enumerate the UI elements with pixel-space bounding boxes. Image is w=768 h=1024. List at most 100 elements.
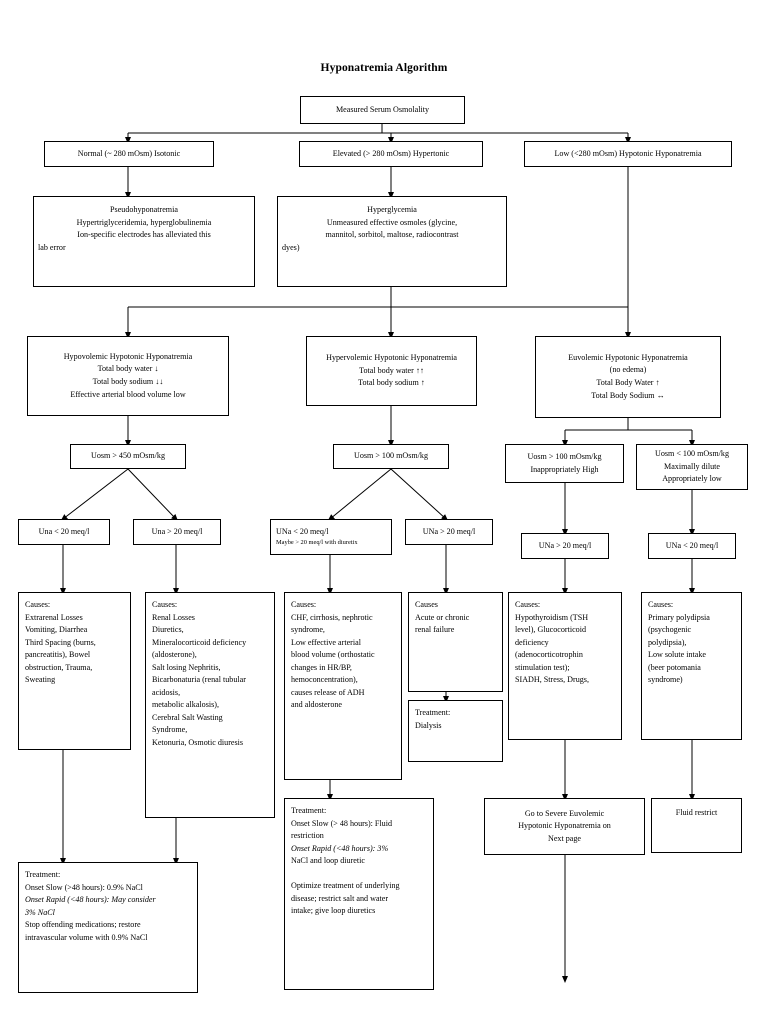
node-causes-primary-polydipsia[interactable]: Causes: Primary polydipsia (psychogenic … (641, 592, 742, 740)
node-causes-renal-losses[interactable]: Causes: Renal Losses Diuretics, Mineralo… (145, 592, 275, 818)
node-low-hypotonic[interactable]: Low (<280 mOsm) Hypotonic Hyponatremia (524, 141, 732, 167)
node-causes-hypothyroidism-siadh[interactable]: Causes: Hypothyroidism (TSH level), Gluc… (508, 592, 622, 740)
causes-line: (adenocorticotrophin (515, 650, 583, 660)
causes-line: acidosis, (152, 687, 181, 697)
causes-line: Diuretics, (152, 625, 184, 635)
node-line-2: Maybe > 20 meq/l with diuretix (276, 539, 358, 547)
causes-line: blood volume (orthostatic (291, 650, 375, 660)
causes-line: Extrarenal Losses (25, 612, 83, 622)
node-line-2: Ion-specific electrodes has alleviated t… (77, 230, 211, 240)
node-label: Fluid restrict (675, 808, 718, 817)
node-treatment-dialysis[interactable]: Treatment: Dialysis (408, 700, 503, 762)
causes-line: Primary polydipsia (648, 612, 710, 622)
node-hyperglycemia[interactable]: Hyperglycemia Unmeasured effective osmol… (277, 196, 507, 287)
treatment-line-italic: 3% NaCl (25, 907, 55, 917)
causes-line: Sweating (25, 675, 56, 685)
node-line-1: Hypovolemic Hypotonic Hyponatremia (63, 351, 193, 361)
causes-line: changes in HR/BP, (291, 662, 352, 672)
causes-line: SIADH, Stress, Drugs, (515, 675, 589, 685)
node-uosm-100-maximally-dilute[interactable]: Uosm < 100 mOsm/kg Maximally dilute Appr… (636, 444, 748, 490)
node-label: Uosm > 100 mOsm/kg (353, 451, 429, 461)
node-line-2: mannitol, sorbitol, maltose, radiocontra… (325, 230, 459, 240)
treatment-line-italic: Onset Rapid (<48 hours): May consider (25, 895, 156, 905)
node-line-1: Uosm < 100 mOsm/kg (654, 449, 730, 459)
node-label: Elevated (> 280 mOsm) Hypertonic (332, 148, 450, 158)
causes-line: syndrome) (648, 675, 683, 685)
node-una-gt-20-hypervolemic[interactable]: UNa > 20 meq/l (405, 519, 493, 545)
node-line-3: Total Body Water ↑ (596, 378, 660, 387)
node-normal-isotonic[interactable]: Normal (~ 280 mOsm) Isotonic (44, 141, 214, 167)
node-label: Normal (~ 280 mOsm) Isotonic (77, 148, 181, 158)
causes-line: metabolic alkalosis), (152, 700, 219, 710)
node-line-2: Maximally dilute (664, 461, 720, 471)
node-uosm-450[interactable]: Uosm > 450 mOsm/kg (70, 444, 186, 469)
node-line-2: Hypotonic Hyponatremia on (518, 821, 611, 831)
node-line-2: Inappropriately High (530, 464, 599, 474)
node-uosm-100-inappropriately-high[interactable]: Uosm > 100 mOsm/kg Inappropriately High (505, 444, 624, 483)
causes-line: Vomiting, Diarrhea (25, 625, 88, 635)
causes-line: Ketonuria, Osmotic diuresis (152, 737, 244, 747)
node-line-3: Total body sodium ↓↓ (92, 377, 164, 386)
treatment-line: Onset Slow (> 48 hours): Fluid (291, 818, 393, 828)
causes-line: Third Spacing (burns, (25, 637, 96, 647)
causes-heading: Causes: (648, 600, 674, 609)
causes-heading: Causes: (515, 600, 541, 609)
causes-line: Mineralocorticoid deficiency (152, 637, 247, 647)
node-heading: Hyperglycemia (367, 205, 417, 214)
node-line-4: Total Body Sodium ↔ (591, 390, 665, 400)
node-line-3: Appropriately low (662, 474, 722, 484)
node-treatment-hypovolemic[interactable]: Treatment: Onset Slow (>48 hours): 0.9% … (18, 862, 198, 993)
node-line-3: Next page (547, 833, 582, 843)
node-label: UNa < 20 meq/l (665, 540, 719, 550)
node-label: UNa > 20 meq/l (422, 526, 476, 536)
node-line-1: Euvolemic Hypotonic Hyponatremia (568, 352, 688, 362)
causes-line: polydipsia), (648, 637, 687, 647)
node-fluid-restrict[interactable]: Fluid restrict (651, 798, 742, 853)
causes-line: Low solute intake (648, 650, 706, 660)
causes-line: pancreatitis), Bowel (25, 650, 91, 660)
treatment-line: Dialysis (415, 720, 442, 730)
node-causes-renal-failure[interactable]: Causes Acute or chronic renal failure (408, 592, 503, 692)
node-una-gt-20[interactable]: Una > 20 meq/l (133, 519, 221, 545)
node-treatment-hypervolemic[interactable]: Treatment: Onset Slow (> 48 hours): Flui… (284, 798, 434, 990)
node-euvolemic-hypotonic[interactable]: Euvolemic Hypotonic Hyponatremia (no ede… (535, 336, 721, 418)
node-line-1: Hypertriglyceridemia, hyperglobulinemia (76, 217, 212, 227)
causes-line: Low effective arterial (291, 637, 361, 647)
node-line-1: UNa < 20 meq/l (276, 526, 329, 536)
node-line-1: Uosm > 100 mOsm/kg (527, 451, 602, 461)
node-goto-severe-euvolemic[interactable]: Go to Severe Euvolemic Hypotonic Hyponat… (484, 798, 645, 855)
treatment-heading: Treatment: (291, 806, 327, 815)
node-una-gt-20-euvolemic[interactable]: UNa > 20 meq/l (521, 533, 609, 559)
node-hypervolemic-hypotonic[interactable]: Hypervolemic Hypotonic Hyponatremia Tota… (306, 336, 477, 406)
node-heading: Pseudohyponatremia (110, 205, 178, 214)
node-pseudohyponatremia[interactable]: Pseudohyponatremia Hypertriglyceridemia,… (33, 196, 255, 287)
treatment-line: NaCl and loop diuretic (291, 856, 365, 866)
treatment-heading: Treatment: (25, 870, 61, 879)
causes-line: Bicarbonaturia (renal tubular (152, 675, 246, 685)
node-label: Una > 20 meq/l (151, 526, 203, 536)
node-line-2: Total body water ↑↑ (359, 365, 424, 375)
node-line-3: lab error (38, 242, 66, 252)
treatment-heading: Treatment: (415, 708, 451, 717)
node-causes-extrarenal-losses[interactable]: Causes: Extrarenal Losses Vomiting, Diar… (18, 592, 131, 750)
causes-line: Syndrome, (152, 725, 188, 735)
node-hypovolemic-hypotonic[interactable]: Hypovolemic Hypotonic Hyponatremia Total… (27, 336, 229, 416)
causes-line: CHF, cirrhosis, nephrotic (291, 612, 373, 622)
treatment-line: Stop offending medications; restore (25, 920, 141, 930)
node-label: UNa > 20 meq/l (538, 540, 592, 550)
node-uosm-100-hypervolemic[interactable]: Uosm > 100 mOsm/kg (333, 444, 449, 469)
causes-line: stimulation test); (515, 662, 570, 672)
node-una-lt-20[interactable]: Una < 20 meq/l (18, 519, 110, 545)
causes-line: and aldosterone (291, 700, 343, 710)
node-una-lt-20-diuretic[interactable]: UNa < 20 meq/l Maybe > 20 meq/l with diu… (270, 519, 392, 555)
node-line-1: Unmeasured effective osmoles (glycine, (326, 217, 458, 227)
causes-line: Cerebral Salt Wasting (152, 712, 223, 722)
node-label: Low (<280 mOsm) Hypotonic Hyponatremia (554, 148, 702, 158)
causes-line: Hypothyroidism (TSH (515, 612, 589, 622)
node-line-4: Effective arterial blood volume low (70, 389, 186, 399)
node-causes-chf-cirrhosis[interactable]: Causes: CHF, cirrhosis, nephrotic syndro… (284, 592, 402, 780)
node-measured-serum-osmolality[interactable]: Measured Serum Osmolality (300, 96, 465, 124)
node-una-lt-20-euvolemic[interactable]: UNa < 20 meq/l (648, 533, 736, 559)
node-elevated-hypertonic[interactable]: Elevated (> 280 mOsm) Hypertonic (299, 141, 483, 167)
